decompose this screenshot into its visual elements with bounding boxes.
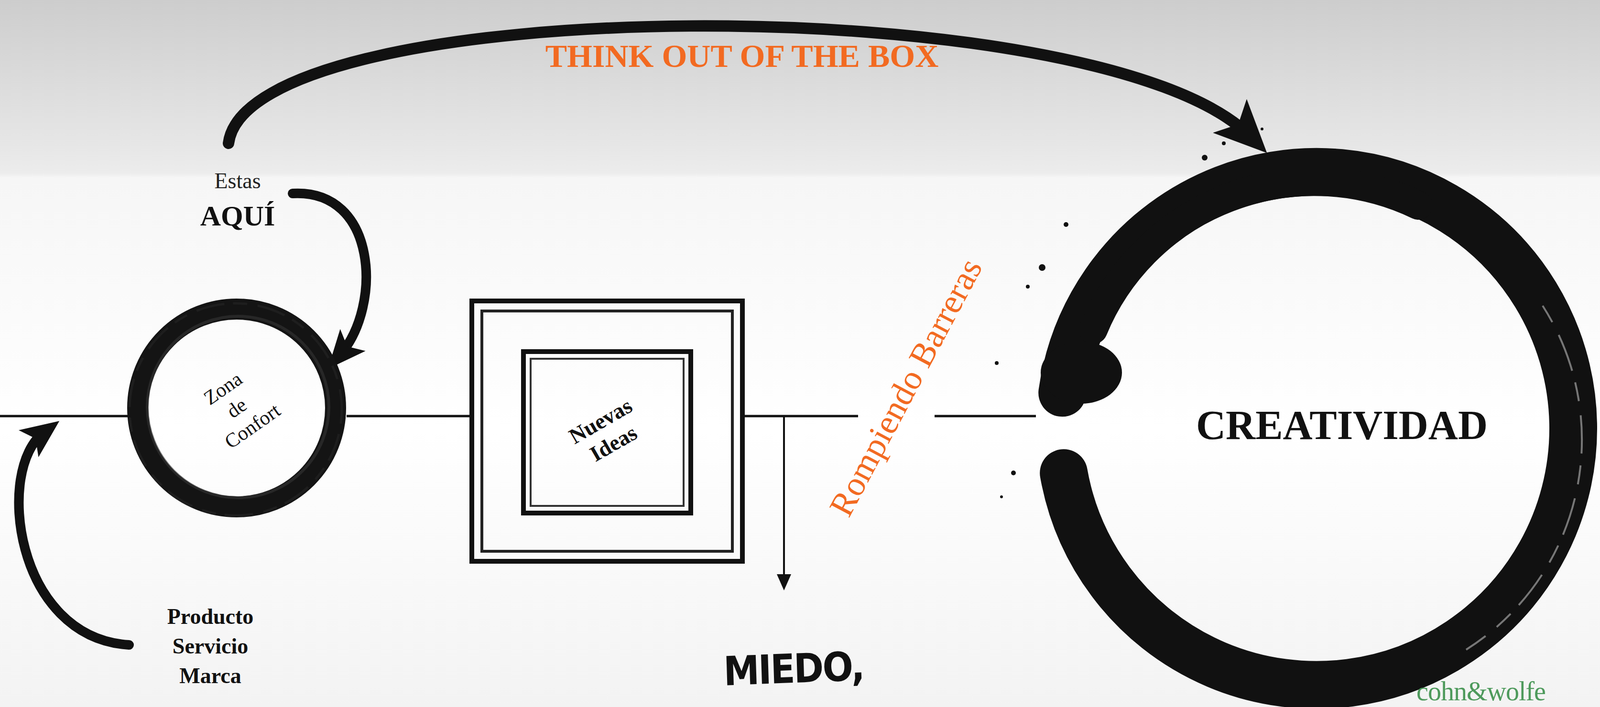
- offer-list: Producto Servicio Marca: [155, 602, 266, 692]
- creativity-enso: CREATIVIDAD: [1035, 148, 1598, 707]
- pointer-text: AQUÍ: [200, 199, 276, 233]
- brush-texture: [1466, 305, 1582, 651]
- ideas-frame: Nuevas Ideas: [469, 298, 745, 565]
- comfort-zone-circle: Zona de Confort: [126, 298, 347, 519]
- node-text-area: CREATIVIDAD: [1102, 329, 1581, 522]
- node-label: Zona de Confort: [192, 362, 281, 455]
- frame-outer-inner-line: [481, 311, 733, 552]
- frame-inner: [523, 351, 691, 514]
- big-arc-arrow: [228, 25, 1251, 144]
- brush-ring: [137, 309, 336, 508]
- connector-line: [346, 415, 470, 418]
- drop-arrow: [783, 416, 785, 589]
- node-label: CREATIVIDAD: [1196, 401, 1488, 450]
- headline: THINK OUT OF THE BOX: [545, 37, 939, 76]
- edge-label: Rompiendo Barreras: [821, 252, 991, 524]
- frame-inner-line: [530, 359, 684, 507]
- brush-texture: [129, 303, 342, 516]
- pointer-text: Estas: [214, 168, 261, 194]
- node-text-area: Zona de Confort: [155, 326, 318, 490]
- enso-blob: [1040, 341, 1122, 404]
- node-label: Nuevas Ideas: [550, 385, 664, 481]
- base-line: [0, 415, 129, 418]
- frame-outer: [471, 301, 743, 562]
- enso-stroke: [1062, 172, 1574, 686]
- fear-note: MIEDO,: [722, 642, 865, 696]
- enso-thick: [1093, 181, 1419, 330]
- curved-arrow: [18, 432, 130, 646]
- node-text-area: Nuevas Ideas: [523, 351, 691, 514]
- brush-texture: [147, 316, 329, 499]
- brand-logo: cohn&wolfe: [1416, 676, 1546, 707]
